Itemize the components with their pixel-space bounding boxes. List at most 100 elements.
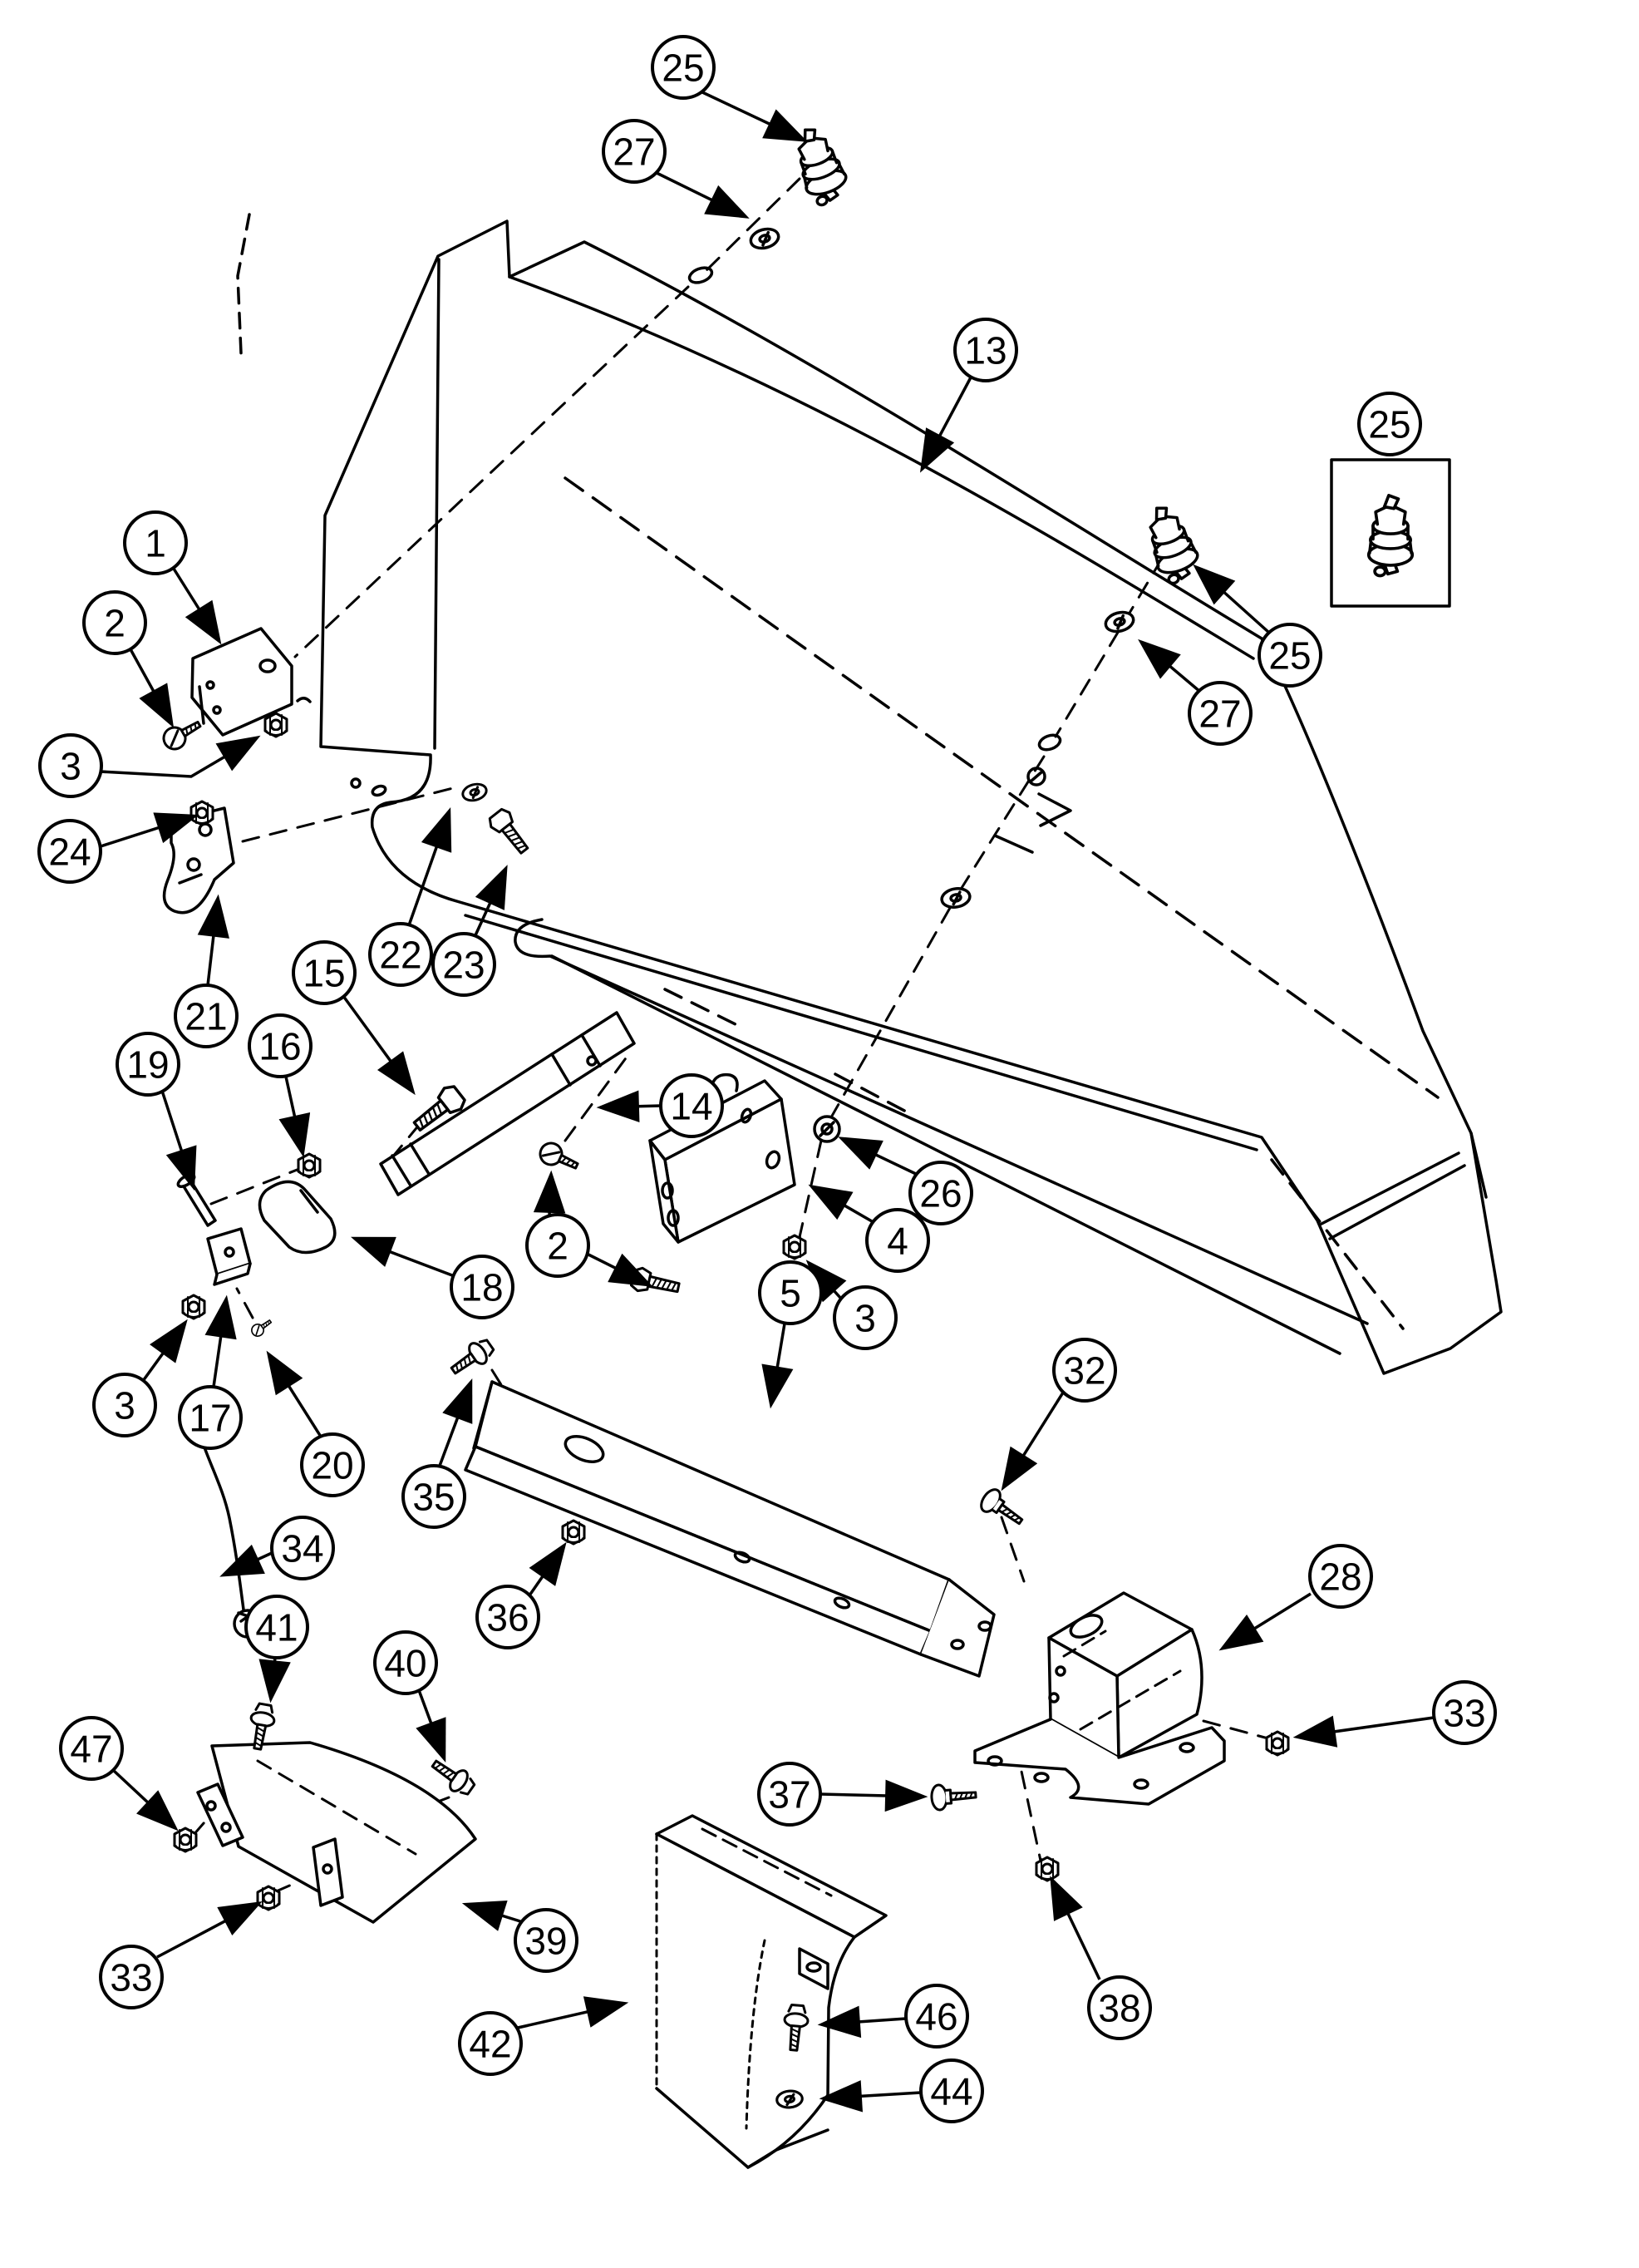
callout-number: 32 xyxy=(1063,1349,1105,1393)
set-screw-icon xyxy=(249,1315,275,1339)
callout-leader-arrow xyxy=(586,1252,653,1287)
callout-number: 13 xyxy=(964,329,1007,372)
callout-number: 21 xyxy=(185,995,227,1038)
callout-32: 32 xyxy=(1001,1338,1117,1491)
callout-number: 25 xyxy=(1368,403,1410,446)
callout-leader-arrow xyxy=(141,1319,188,1383)
callout-circle xyxy=(82,590,147,655)
flange-bolt-icon xyxy=(445,1334,499,1382)
callout-number: 3 xyxy=(60,745,81,788)
callout-number: 2 xyxy=(104,602,126,645)
callout-34: 34 xyxy=(219,1516,335,1580)
callout-leader-arrow xyxy=(838,1136,917,1176)
callout-number: 14 xyxy=(670,1085,712,1128)
callout-circle xyxy=(368,922,433,987)
callout-number: 27 xyxy=(1198,693,1241,736)
callout-circle xyxy=(300,1432,365,1497)
grommet-icon xyxy=(813,1115,841,1143)
flange-nut-icon xyxy=(173,1827,198,1853)
callout-number: 3 xyxy=(854,1297,876,1340)
callout-circle xyxy=(59,1716,124,1781)
callout-leader-arrow xyxy=(805,1260,847,1303)
callout-14: 14 xyxy=(596,1073,724,1138)
callout-circle xyxy=(651,35,716,100)
callout-leader-arrow xyxy=(1292,1715,1435,1748)
callout-47: 47 xyxy=(59,1716,179,1832)
callout-leader-arrow xyxy=(820,1779,928,1812)
callout-number: 35 xyxy=(412,1476,455,1519)
callout-circle xyxy=(1258,623,1322,688)
callout-circle xyxy=(92,1373,157,1437)
callout-leader-arrow xyxy=(219,1544,273,1577)
callout-17: 17 xyxy=(178,1294,243,1450)
callout-leader-arrow xyxy=(129,648,175,728)
callout-circle xyxy=(919,2058,984,2123)
callout-3: 3 xyxy=(38,733,261,798)
callout-leader-arrow xyxy=(258,1657,291,1703)
key-switch-icon xyxy=(785,121,854,210)
callout-number: 40 xyxy=(384,1642,426,1685)
callout-leader-arrow xyxy=(517,1996,629,2029)
callout-4: 4 xyxy=(808,1184,930,1273)
flange-bolt-icon xyxy=(426,1753,480,1801)
cover-panel xyxy=(655,1814,888,2169)
callout-leader-arrow xyxy=(596,1090,662,1122)
callout-number: 17 xyxy=(189,1397,231,1440)
callout-number: 39 xyxy=(524,1920,567,1963)
callout-number: 24 xyxy=(48,831,91,874)
callout-circle xyxy=(123,510,188,575)
callout-leader-arrow xyxy=(99,735,261,778)
callout-39: 39 xyxy=(461,1901,578,1973)
callout-number: 33 xyxy=(1443,1692,1485,1735)
callout-circle xyxy=(458,2011,523,2076)
callout-number: 4 xyxy=(887,1220,908,1263)
callout-number: 22 xyxy=(379,934,421,977)
callout-circle xyxy=(1357,392,1422,456)
callout-circle xyxy=(953,318,1018,382)
callout-number: 5 xyxy=(780,1272,801,1315)
callout-circle xyxy=(659,1073,724,1138)
carriage-bolt-icon xyxy=(976,1484,1030,1534)
carriage-bolt-icon xyxy=(929,1781,978,1812)
callout-25: 25 xyxy=(1193,564,1322,688)
callout-circle xyxy=(514,1908,578,1973)
callout-circle xyxy=(525,1213,590,1278)
callout-circle xyxy=(904,1984,969,2049)
callout-number: 25 xyxy=(1268,634,1311,678)
flange-nut-icon xyxy=(1265,1730,1290,1757)
callout-leader-arrow xyxy=(700,90,808,142)
callout-24: 24 xyxy=(37,812,199,884)
fender-panel xyxy=(236,213,1503,1375)
callout-leader-arrow xyxy=(919,377,972,473)
callout-leader-arrow xyxy=(817,2005,907,2039)
callout-number: 37 xyxy=(768,1773,810,1817)
callout-circle xyxy=(431,932,496,997)
callout-circle xyxy=(602,119,667,184)
callout-circle xyxy=(38,733,103,798)
callout-28: 28 xyxy=(1218,1544,1373,1651)
callout-number: 28 xyxy=(1319,1556,1361,1599)
callout-number: 16 xyxy=(258,1025,301,1068)
callout-leader-arrow xyxy=(197,894,229,986)
washer-icon xyxy=(746,224,783,253)
callout-circle xyxy=(401,1464,466,1529)
flange-nut-icon xyxy=(561,1519,586,1546)
callout-number: 3 xyxy=(114,1384,135,1427)
callout-leader-arrow xyxy=(808,1184,873,1223)
callout-circle xyxy=(270,1516,335,1580)
bumper-knob xyxy=(258,1180,337,1255)
callout-25: 25 xyxy=(1357,392,1422,456)
callout-number: 15 xyxy=(303,952,345,995)
flange-nut-icon xyxy=(1035,1856,1060,1882)
callout-number: 47 xyxy=(70,1728,112,1771)
callout-number: 2 xyxy=(547,1225,568,1268)
callout-number: 33 xyxy=(110,1956,152,1999)
parts-artwork xyxy=(158,121,1503,2169)
callout-21: 21 xyxy=(174,894,239,1048)
hex-bolt-icon xyxy=(628,1265,682,1301)
callout-leader-arrow xyxy=(528,1541,567,1596)
callout-number: 41 xyxy=(255,1606,298,1649)
flange-nut-icon xyxy=(297,1152,322,1179)
callout-circle xyxy=(99,1945,164,2009)
support-channel xyxy=(464,1380,996,1678)
